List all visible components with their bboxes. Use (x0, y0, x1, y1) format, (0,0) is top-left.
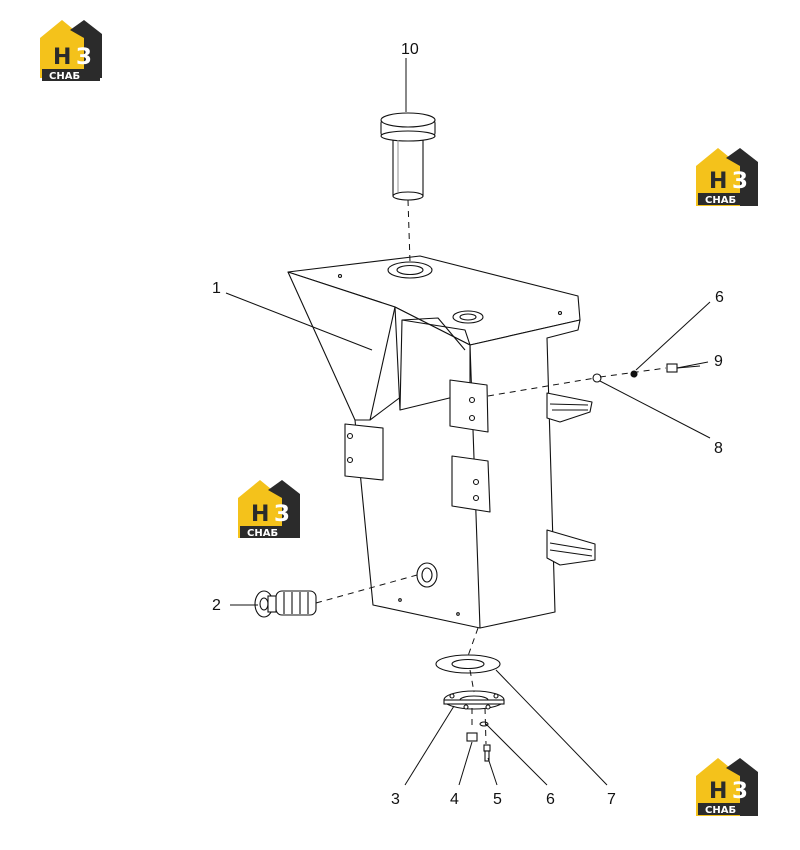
filler-cap (380, 112, 436, 201)
callout-9: 9 (714, 353, 723, 370)
callout-2: 2 (212, 597, 221, 614)
logo-letter-n: Н (709, 169, 727, 194)
logo-caption: СНАБ (247, 528, 278, 539)
callout-3: 3 (391, 791, 400, 808)
logo-letter-z: З (732, 169, 748, 194)
callout-6-bottom: 6 (546, 791, 555, 808)
logo-watermark-top-right: Н З СНАБ (696, 148, 758, 206)
callout-10: 10 (401, 41, 419, 58)
flange-plate (443, 690, 505, 710)
tank-body (287, 255, 596, 629)
callout-5: 5 (493, 791, 502, 808)
logo-watermark-bottom-right: Н З СНАБ (696, 758, 758, 816)
assembly-lines (315, 199, 667, 745)
logo-letter-z: З (274, 502, 290, 527)
logo-letter-n: Н (53, 45, 71, 70)
bolt (483, 744, 491, 762)
callout-4: 4 (450, 791, 459, 808)
logo-watermark-top-left: Н З СНАБ (40, 20, 102, 82)
logo-letter-n: Н (709, 779, 727, 804)
logo-caption: СНАБ (49, 71, 80, 82)
gasket (435, 654, 501, 674)
side-fasteners (592, 363, 701, 383)
leader-lines (225, 58, 711, 786)
callout-8: 8 (714, 440, 723, 457)
callouts: 10 1 6 9 8 2 3 4 5 6 7 (212, 41, 724, 808)
washer (479, 721, 489, 727)
logo-watermark-center-left: Н З СНАБ (238, 480, 300, 539)
nut (466, 732, 478, 742)
callout-6-top: 6 (715, 289, 724, 306)
logo-caption: СНАБ (705, 805, 736, 816)
callout-7: 7 (607, 791, 616, 808)
callout-1: 1 (212, 280, 221, 297)
logo-letter-z: З (76, 45, 92, 70)
strainer (254, 590, 317, 618)
logo-letter-z: З (732, 779, 748, 804)
logo-caption: СНАБ (705, 195, 736, 206)
logo-letter-n: Н (251, 502, 269, 527)
